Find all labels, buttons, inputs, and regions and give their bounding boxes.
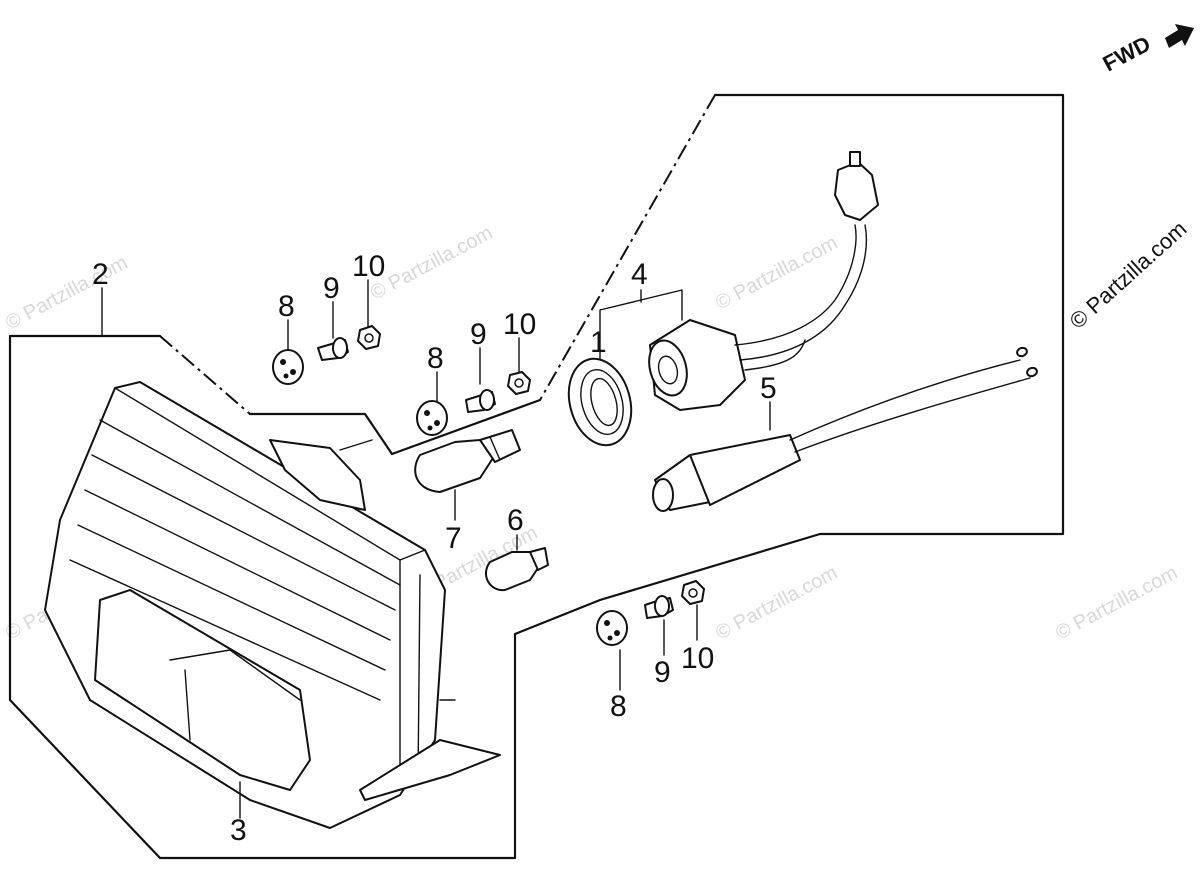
boundary-step <box>248 412 394 456</box>
callout-8: 8 <box>278 290 295 323</box>
callout-10: 10 <box>503 308 536 341</box>
callout-9: 9 <box>470 318 487 351</box>
callout-7: 7 <box>445 522 462 555</box>
socket-part-5 <box>652 346 1038 512</box>
watermark-text: © Partzilla.com <box>2 252 131 335</box>
arrow-right-icon <box>1165 24 1194 48</box>
boundary-connector <box>390 398 542 456</box>
callout-10: 10 <box>352 250 385 283</box>
callout-3: 3 <box>230 814 247 847</box>
socket-part-4 <box>648 151 879 411</box>
callout-2: 2 <box>92 258 109 291</box>
callout-8: 8 <box>427 342 444 375</box>
callout-5: 5 <box>760 372 777 405</box>
callout-9: 9 <box>323 272 340 305</box>
nut-part-10 <box>357 325 705 605</box>
bulb-part-7 <box>414 429 521 493</box>
callout-4: 4 <box>631 258 648 291</box>
callout-6: 6 <box>507 504 524 537</box>
fwd-label: FWD <box>1099 31 1155 77</box>
callout-9: 9 <box>654 656 671 689</box>
tail-light-housing <box>44 381 501 829</box>
watermark-text: © Partzilla.com <box>712 562 841 645</box>
callout-1: 1 <box>590 326 607 359</box>
watermark-edge-text: © Partzilla.com <box>1065 216 1192 334</box>
boundary-dash <box>159 335 251 415</box>
boundary-dash <box>539 94 716 401</box>
grommet-part-8 <box>272 349 628 646</box>
watermark-text: © Partzilla.com <box>367 222 496 305</box>
watermark-text: © Partzilla.com <box>712 232 841 315</box>
bulb-part-6 <box>485 547 549 592</box>
watermark-text: © Partzilla.com <box>1052 562 1181 645</box>
leader-lines <box>101 279 771 819</box>
forward-indicator: FWD <box>1099 24 1194 76</box>
gasket-part-1 <box>567 357 633 447</box>
callout-labels: 2 3 8 9 10 8 9 10 7 6 1 4 5 8 9 10 <box>92 250 777 847</box>
assembly-boundary-right <box>598 93 1065 602</box>
screw-part-9 <box>317 337 674 619</box>
callout-10: 10 <box>681 642 714 675</box>
callout-8: 8 <box>610 690 627 723</box>
assembly-boundary-left <box>8 334 602 860</box>
